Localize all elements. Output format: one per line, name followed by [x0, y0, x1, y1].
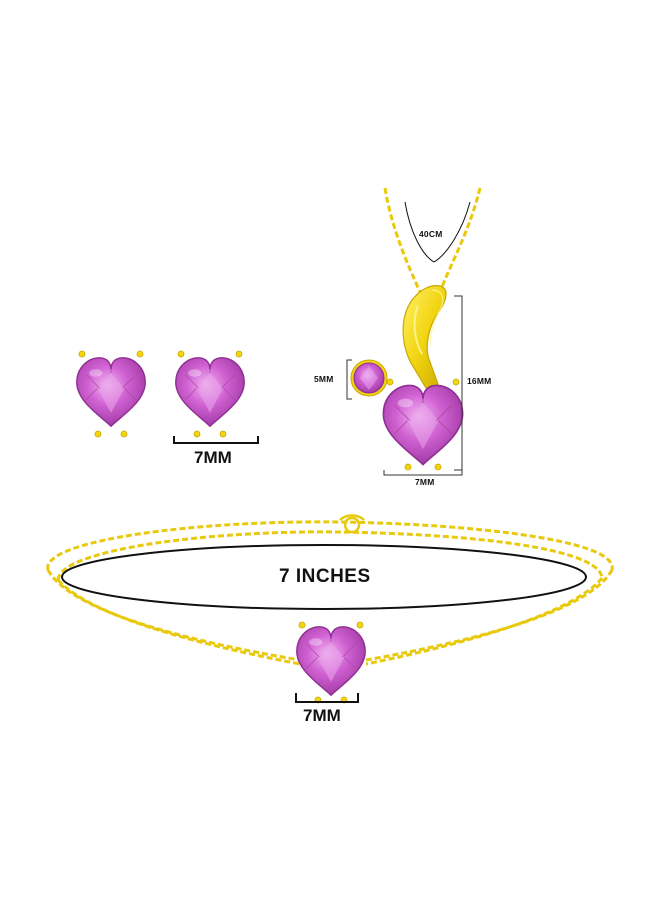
earring-right [175, 350, 245, 438]
bracelet-clasp [339, 514, 365, 534]
pendant-height-label: 16MM [467, 376, 492, 386]
pendant-height-bracket [454, 295, 463, 471]
earring-measure-bracket [173, 436, 259, 444]
pendant-heart-stone [382, 378, 464, 471]
pendant-bail [402, 285, 447, 391]
chain-length-arc [404, 201, 471, 263]
earring-right-prongs [177, 350, 243, 438]
bracelet-heart-stone [296, 621, 366, 704]
bracelet-chain [46, 520, 614, 666]
necklace-chain [383, 187, 482, 293]
pendant-width-label: 7MM [415, 477, 435, 487]
pendant-width-bracket [383, 470, 463, 476]
small-stone-size-label: 5MM [314, 374, 334, 384]
pendant-small-stone [350, 359, 388, 397]
bracelet-heart-size-label: 7MM [303, 706, 341, 725]
bracelet-length-label: 7 INCHES [279, 566, 371, 587]
earring-size-label: 7MM [194, 448, 232, 467]
bracelet-length-oval [61, 544, 587, 610]
chain-length-label: 40CM [419, 229, 443, 239]
earring-left [76, 350, 146, 438]
earring-left-prongs [78, 350, 144, 438]
bracelet-heart-measure-bracket [295, 693, 359, 703]
small-stone-measure-bracket [346, 359, 352, 400]
